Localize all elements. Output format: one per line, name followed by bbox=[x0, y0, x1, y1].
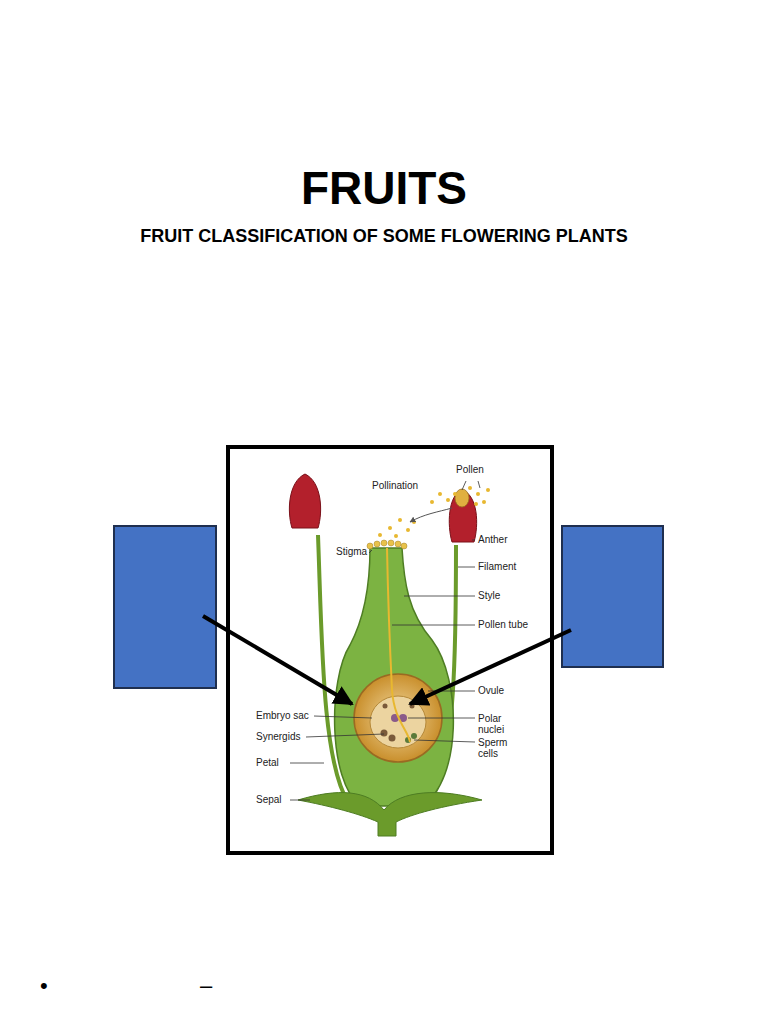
part-label: Embryo sac bbox=[256, 710, 309, 722]
sepal bbox=[298, 793, 482, 836]
part-label: Stigma bbox=[336, 546, 367, 558]
petal-bud bbox=[289, 474, 320, 528]
pointer-arrow bbox=[410, 630, 571, 704]
part-label: Pollen bbox=[456, 464, 484, 476]
pollen-tube bbox=[387, 548, 410, 742]
page-title: FRUITS bbox=[0, 160, 768, 216]
pollination-arrow bbox=[410, 508, 452, 522]
bullet-mark: • bbox=[40, 973, 48, 998]
part-label: Sperm cells bbox=[478, 737, 518, 759]
part-label: Anther bbox=[478, 534, 507, 546]
part-label: Style bbox=[478, 590, 500, 602]
pistil bbox=[335, 548, 454, 806]
pointer-arrow bbox=[203, 616, 352, 704]
part-label: Polar nuclei bbox=[478, 713, 524, 735]
part-label: Synergids bbox=[256, 731, 300, 743]
subtitle: FRUIT CLASSIFICATION OF SOME FLOWERING P… bbox=[134, 226, 634, 247]
pollen-grains bbox=[378, 486, 490, 538]
blank-box bbox=[562, 526, 663, 667]
part-label: Pollen tube bbox=[478, 619, 528, 631]
anther-bud bbox=[449, 490, 476, 542]
part-label: Sepal bbox=[256, 794, 282, 806]
dash-mark: – bbox=[200, 973, 212, 998]
nuclei bbox=[381, 704, 418, 744]
part-label: Ovule bbox=[478, 685, 504, 697]
part-label: Filament bbox=[478, 561, 516, 573]
anther bbox=[455, 489, 469, 507]
part-label: Pollination bbox=[372, 480, 418, 492]
blank-box bbox=[114, 526, 216, 688]
leader-line bbox=[290, 481, 480, 800]
part-label: Petal bbox=[256, 757, 279, 769]
image-frame bbox=[228, 447, 552, 853]
stigma bbox=[367, 540, 407, 549]
